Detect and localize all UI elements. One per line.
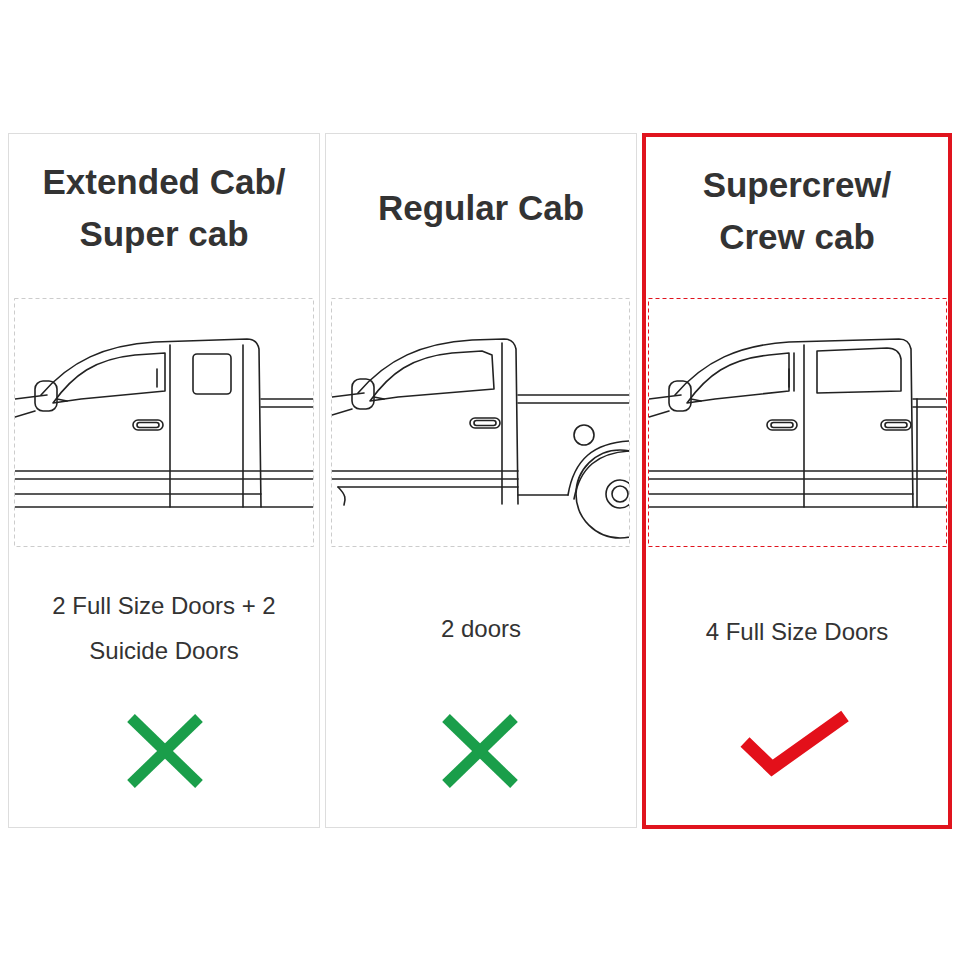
cab-panel: Extended Cab/ Super cab 2 Full Size Doors… (8, 133, 320, 828)
cross-mark (446, 718, 514, 784)
panel-heading: Regular Cab (378, 182, 584, 234)
panel-heading: Supercrew/ Crew cab (672, 159, 922, 263)
cross-mark (131, 718, 199, 784)
cab-panel: Regular Cab 2 doors (325, 133, 637, 828)
door-description: 4 Full Size Doors (706, 609, 889, 654)
panel-heading: Extended Cab/ Super cab (14, 156, 314, 260)
image-frame (15, 299, 314, 547)
image-frame (332, 299, 630, 547)
door-description: 2 Full Size Doors + 2 Suicide Doors (46, 583, 282, 673)
image-frame (649, 299, 947, 547)
truck-crew-cab (649, 339, 946, 507)
truck-regular-cab (332, 339, 664, 538)
truck-extended-cab (15, 339, 313, 507)
door-description: 2 doors (441, 606, 521, 651)
check-mark (745, 716, 845, 768)
cab-panel: Supercrew/ Crew cab 4 Full Size Doors (642, 133, 952, 829)
